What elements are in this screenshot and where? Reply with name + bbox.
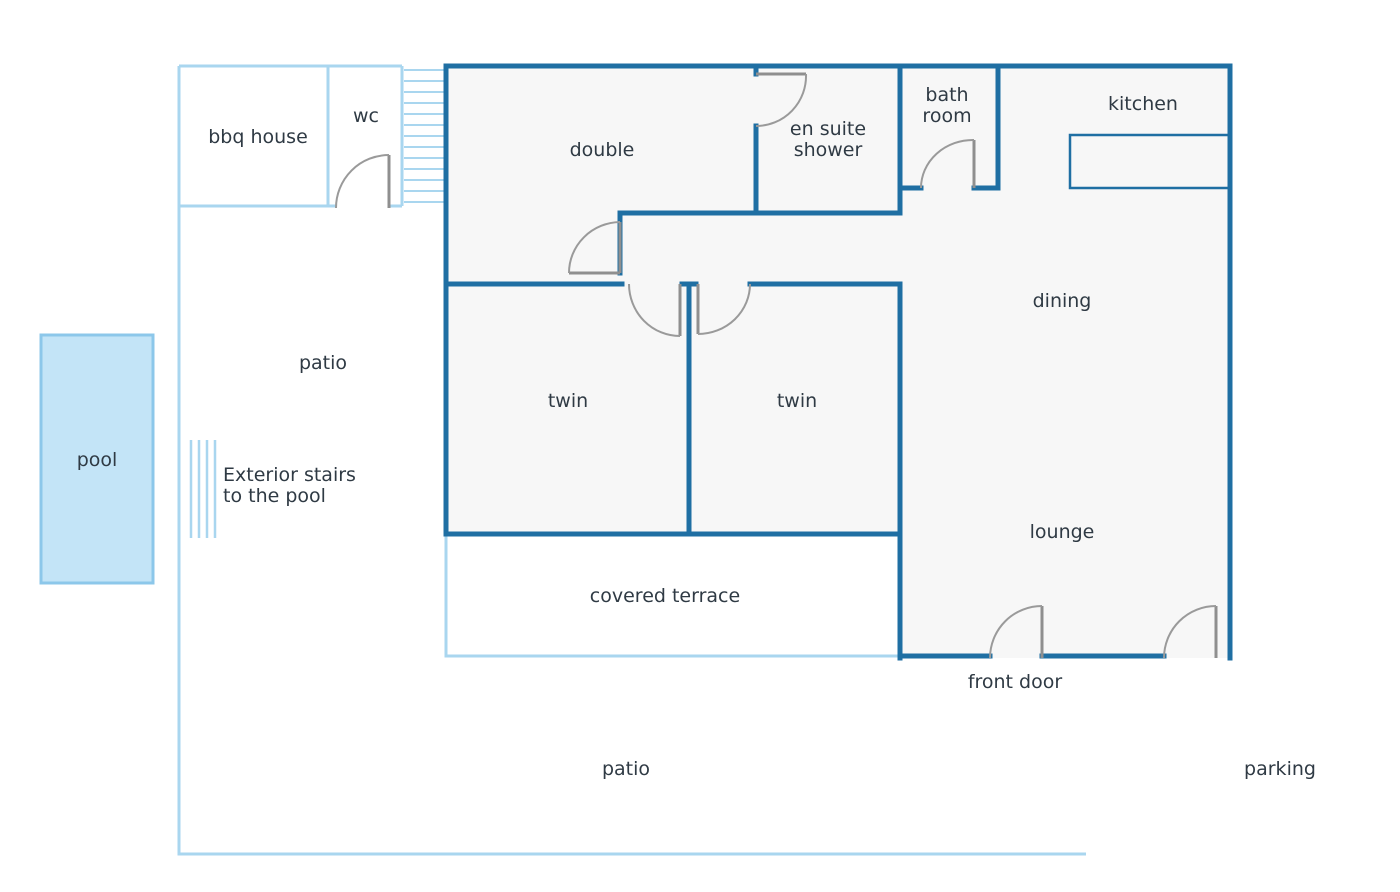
room-labels: bbq house wc double en suite shower bath… xyxy=(77,84,1316,780)
label-covered-terrace: covered terrace xyxy=(590,585,740,607)
interior-floor xyxy=(446,66,1230,658)
label-kitchen: kitchen xyxy=(1108,93,1178,115)
label-patio-upper: patio xyxy=(299,352,347,374)
interior-walls xyxy=(443,63,1233,661)
door-en-suite xyxy=(755,72,808,127)
door-lounge-right xyxy=(1163,605,1218,659)
label-parking: parking xyxy=(1244,758,1316,780)
label-front-door: front door xyxy=(968,671,1063,693)
label-en-suite-line2: shower xyxy=(794,139,863,161)
label-bbq-house: bbq house xyxy=(208,126,308,148)
label-bath-line2: room xyxy=(922,105,971,127)
door-wc xyxy=(335,154,391,209)
label-twin-right: twin xyxy=(777,390,817,412)
kitchen-counter xyxy=(1068,133,1228,190)
stairs-to-pool xyxy=(189,440,217,538)
label-twin-left: twin xyxy=(548,390,588,412)
label-bath-line1: bath xyxy=(925,84,968,106)
door-double xyxy=(568,221,622,275)
label-en-suite-line1: en suite xyxy=(790,118,866,140)
door-bath-room xyxy=(920,138,976,189)
label-double: double xyxy=(570,139,635,161)
door-twin-left xyxy=(628,283,682,337)
label-stairs-line1: Exterior stairs xyxy=(223,464,356,486)
label-pool: pool xyxy=(77,449,118,471)
label-dining: dining xyxy=(1033,290,1092,312)
pool-shape xyxy=(39,333,155,585)
door-front xyxy=(989,605,1044,659)
label-stairs-line2: to the pool xyxy=(223,485,326,507)
label-wc: wc xyxy=(353,105,379,127)
label-patio-lower: patio xyxy=(602,758,650,780)
stairs-upper xyxy=(404,69,446,203)
label-lounge: lounge xyxy=(1030,521,1095,543)
exterior-outlines xyxy=(177,64,1086,856)
door-twin-right xyxy=(696,283,751,335)
